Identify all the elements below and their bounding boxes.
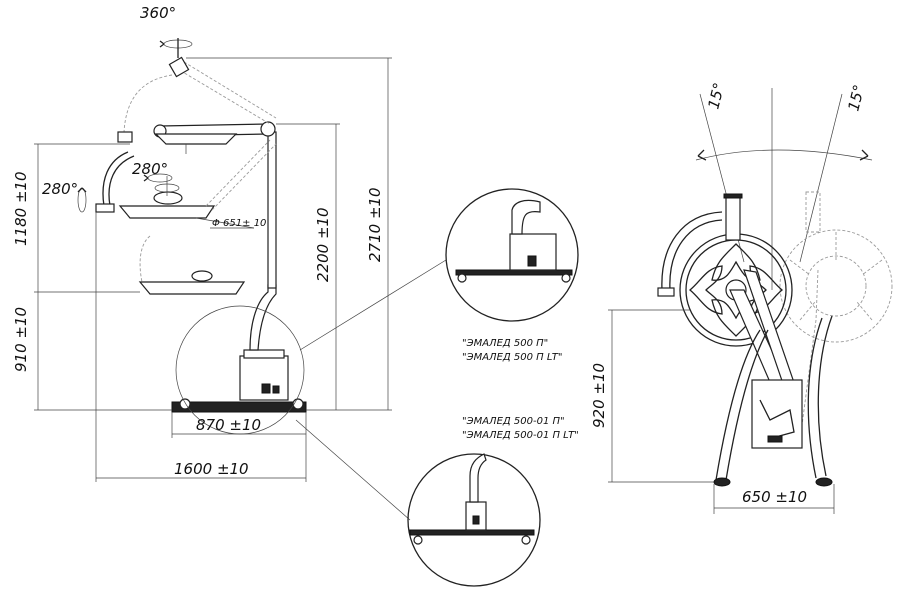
dim-1600: 1600 ±10 [174,460,249,478]
arm-joint [260,121,276,137]
caption-2b: "ЭМАЛЕД 500-01 П LT" [462,430,579,441]
dim-2710: 2710 ±10 [366,187,384,262]
switch-panel [261,383,271,394]
dim-910: 910 ±10 [12,307,30,372]
front-view: 15° 15° [590,81,893,514]
detail-circle-1 [445,188,579,322]
dim-2200: 2200 ±10 [314,207,332,282]
column-curve [249,284,277,351]
dim-280-top: 280° [132,160,168,178]
base-plate [171,401,307,413]
detail-view-1: "ЭМАЛЕД 500 П" "ЭМАЛЕД 500 П LT" [445,188,579,363]
switch-panel [272,385,280,394]
detail-view-2: "ЭМАЛЕД 500-01 П" "ЭМАЛЕД 500-01 П LT" [407,416,579,587]
dim-650: 650 ±10 [742,488,807,506]
side-view: 360° 280° 280° 1180 ±10 910 ±10 2200 ±10… [12,4,447,521]
dim-360: 360° [140,4,176,22]
dim-870: 870 ±10 [196,416,261,434]
lamp-head-upper [154,133,238,145]
angle-15-right: 15° [844,83,868,113]
dim-920: 920 ±10 [590,363,608,428]
caption-2a: "ЭМАЛЕД 500-01 П" [462,416,565,427]
caption-1b: "ЭМАЛЕД 500 П LT" [462,352,562,363]
lamp-head-middle [118,205,216,219]
mast [267,131,277,289]
dim-1180: 1180 ±10 [12,171,30,246]
detail-circle-2 [407,453,541,587]
dim-651: Φ 651± 10 [212,218,266,229]
caption-1a: "ЭМАЛЕД 500 П" [462,338,548,349]
column-collar [243,349,285,359]
angle-15-left: 15° [704,81,728,111]
detail-marker [175,305,305,435]
dim-280-left: 280° [42,180,78,198]
lamp-head-lower [138,281,246,295]
